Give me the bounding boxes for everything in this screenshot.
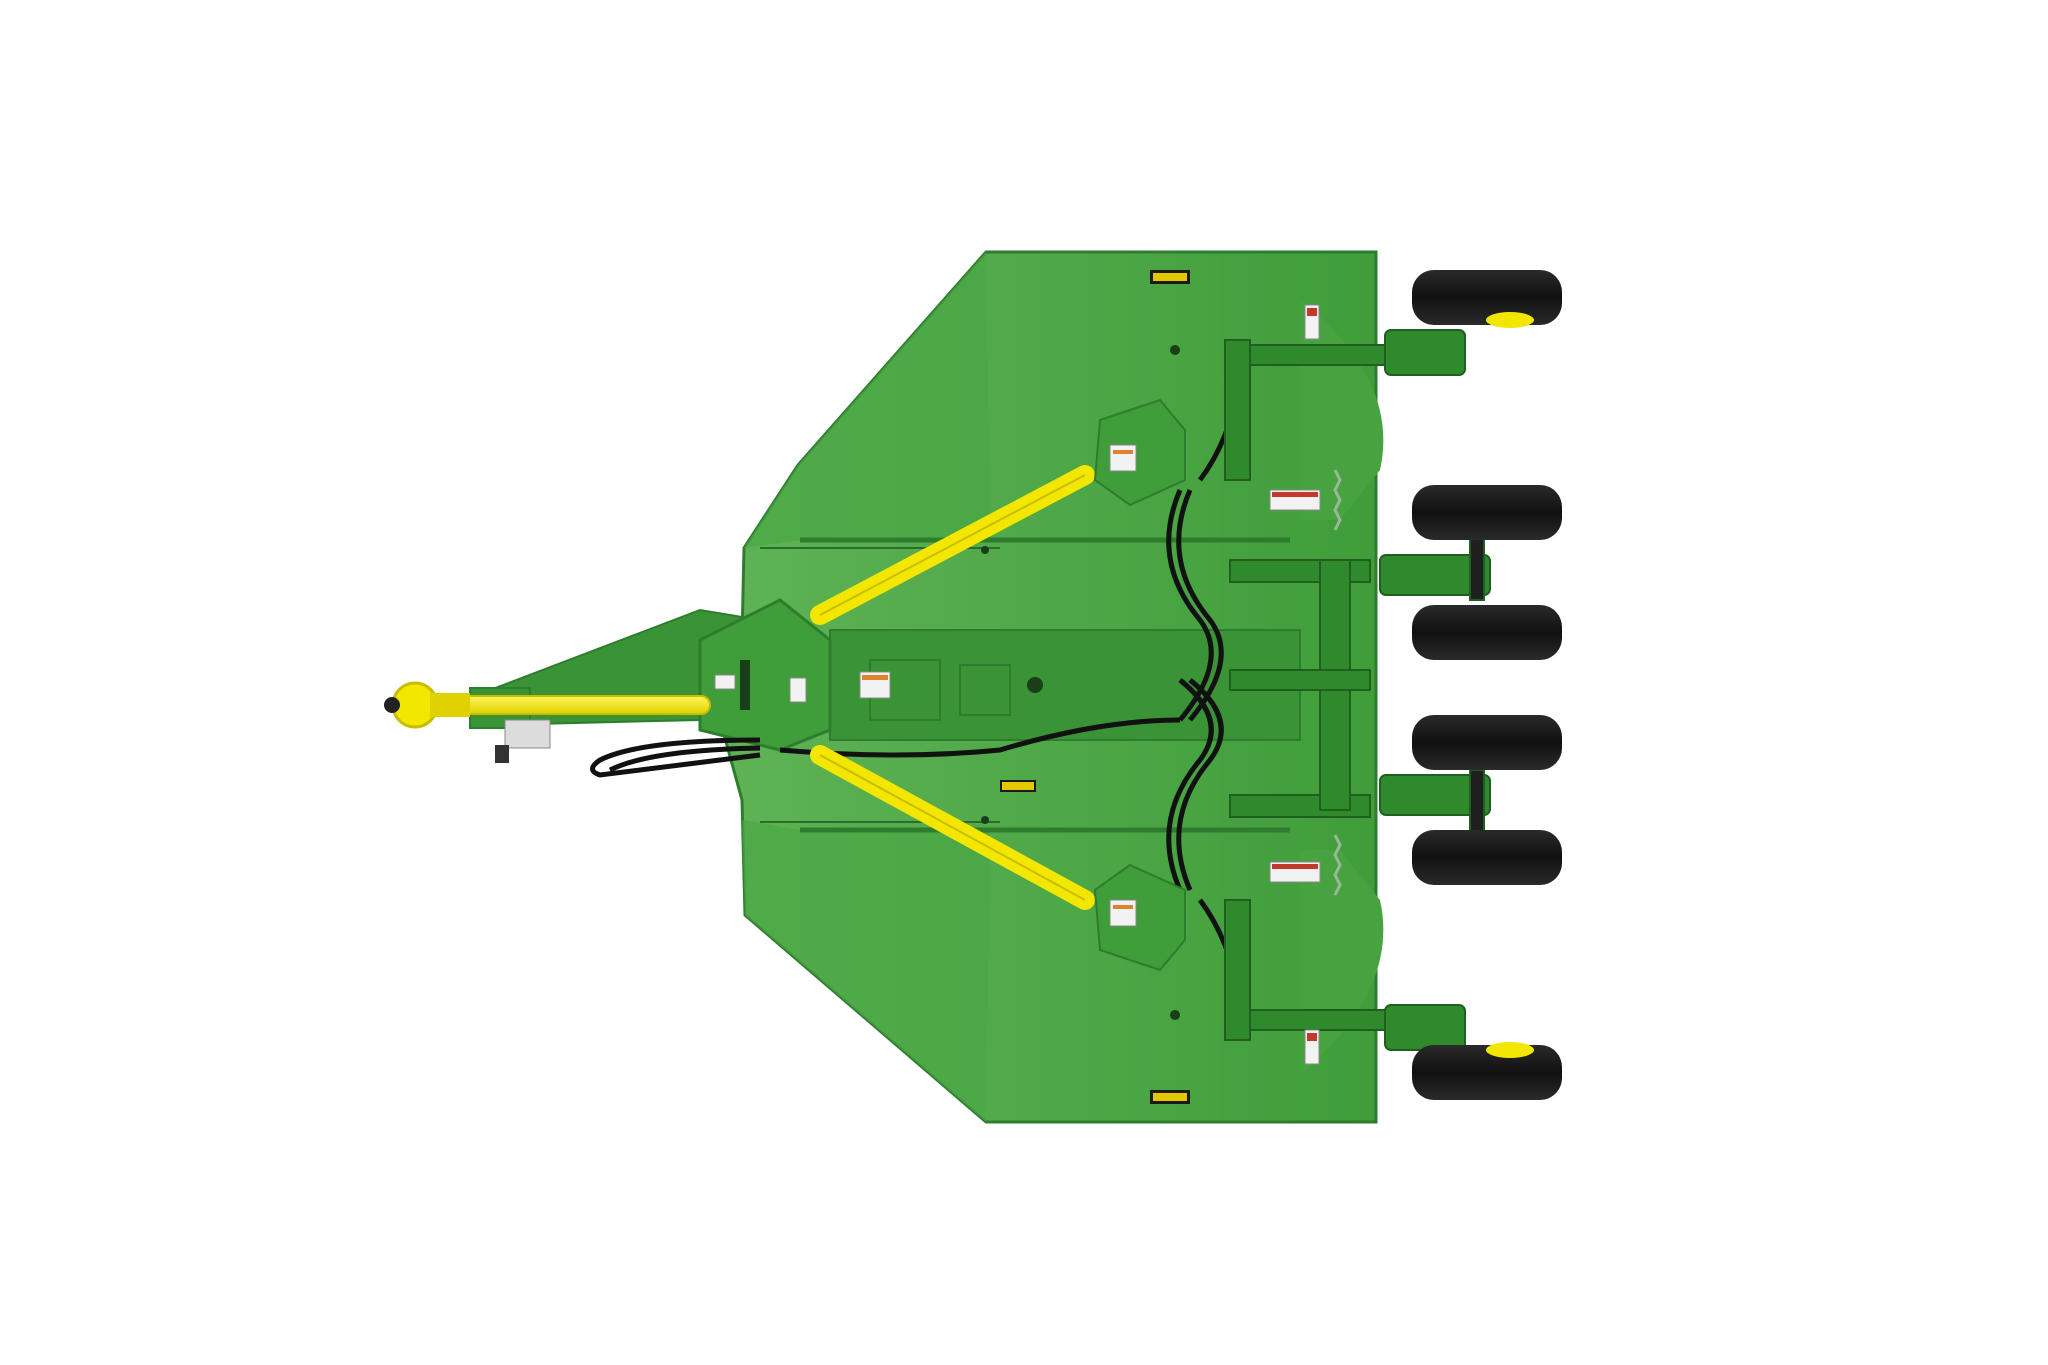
tire-bottom-outer [1412,1042,1562,1100]
tire-top-inner-1 [1412,485,1562,540]
right-gearbox [1093,863,1186,972]
chain-guard [1333,469,1342,896]
cutter-deck [718,250,1384,1124]
main-gearbox [698,598,1043,752]
rear-frame [1224,339,1386,1041]
tire-top-outer [1412,270,1562,328]
bolt-holes [981,345,1180,1020]
tires [1412,270,1562,1100]
decals [714,270,1321,1104]
tire-top-inner-2 [1412,605,1562,660]
tire-bottom-inner-2 [1412,830,1562,885]
drivelines [384,465,1095,910]
axle-hubs [1379,329,1491,1051]
tire-bottom-inner-1 [1412,715,1562,770]
left-gearbox [1093,398,1186,507]
